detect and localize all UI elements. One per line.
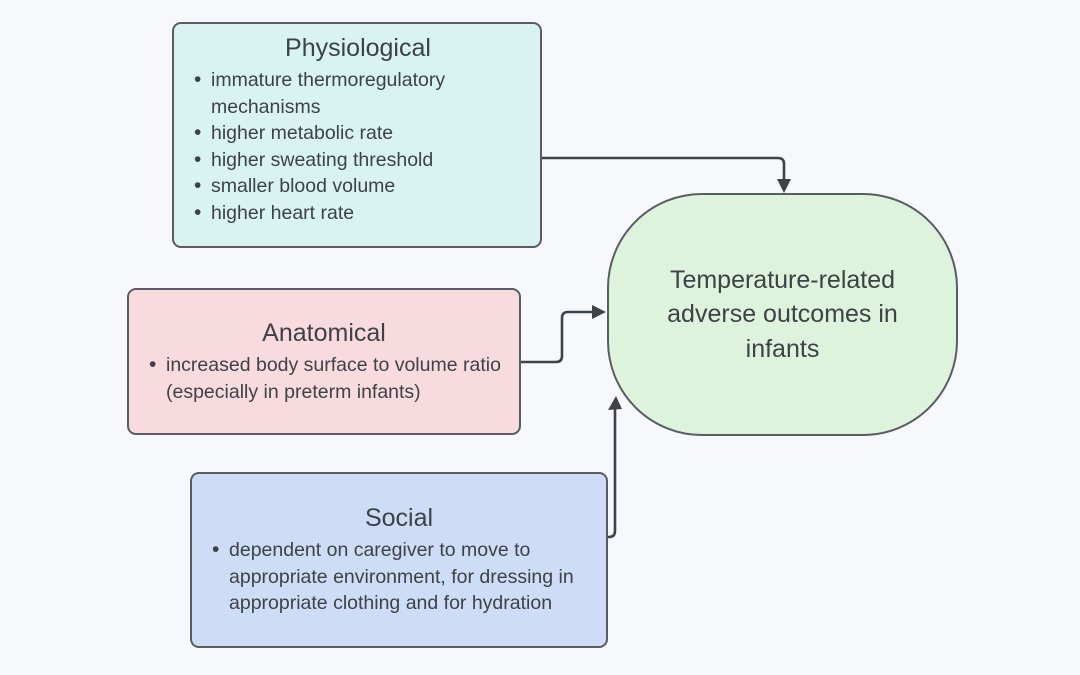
social-box: Social dependent on caregiver to move to… (190, 472, 608, 648)
social-title: Social (364, 504, 434, 533)
arrow-anatomical-to-outcome (521, 305, 606, 364)
social-bullet: dependent on caregiver to move to approp… (206, 536, 592, 617)
arrow-social-to-outcome (608, 396, 622, 539)
physiological-title: Physiological (285, 34, 431, 62)
arrow-physiological-to-outcome (542, 156, 791, 193)
anatomical-title: Anatomical (262, 318, 386, 347)
physiological-bullet-list: immature thermoregulatory mechanisms hig… (188, 66, 528, 227)
physiological-box: Physiological immature thermoregulatory … (172, 22, 542, 248)
anatomical-bullet-list: increased body surface to volume ratio (… (143, 351, 505, 405)
anatomical-box: Anatomical increased body surface to vol… (127, 288, 521, 435)
physiological-bullet: higher heart rate (188, 199, 528, 227)
physiological-bullet: higher sweating threshold (188, 146, 528, 174)
social-bullet-list: dependent on caregiver to move to approp… (206, 536, 592, 617)
outcome-label: Temperature-related adverse outcomes in … (667, 265, 898, 363)
anatomical-bullet: increased body surface to volume ratio (… (143, 351, 505, 405)
outcome-node: Temperature-related adverse outcomes in … (607, 193, 958, 436)
physiological-bullet: higher metabolic rate (188, 119, 528, 147)
physiological-bullet: immature thermoregulatory mechanisms (188, 66, 528, 120)
physiological-bullet: smaller blood volume (188, 172, 528, 200)
